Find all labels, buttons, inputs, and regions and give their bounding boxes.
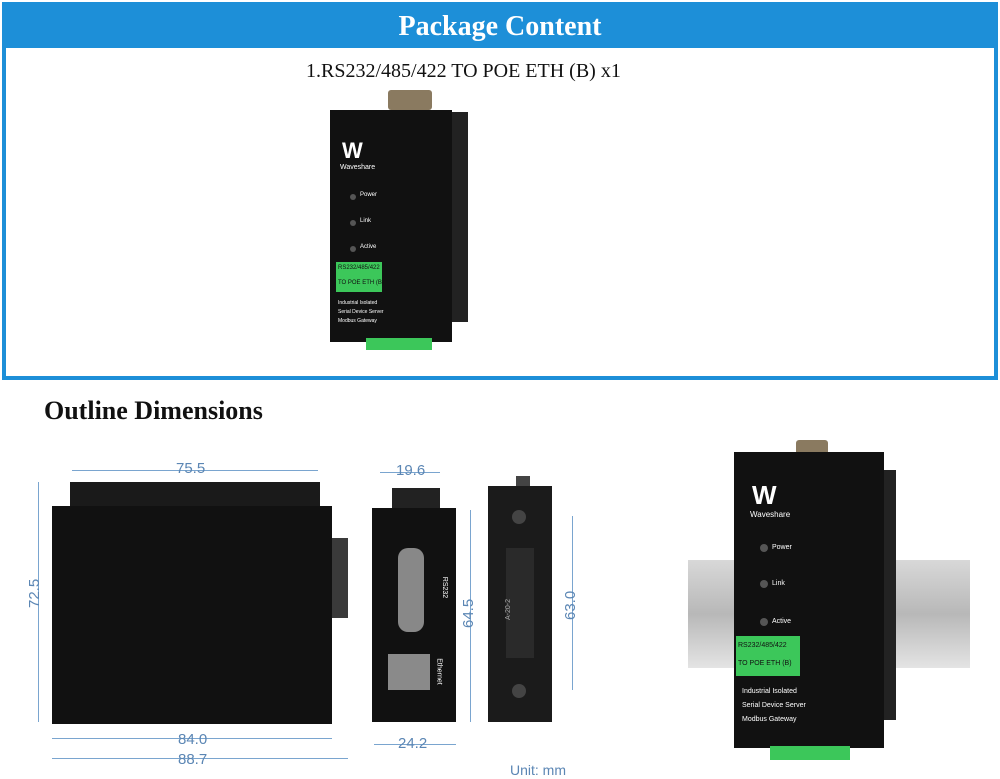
model-label-line1: RS232/485/422 — [338, 265, 380, 271]
rs232-port-label: RS232 — [441, 576, 449, 599]
package-device-image: W Waveshare Power Link Active RS232/485/… — [330, 90, 470, 352]
rail-view-desc-2: Serial Device Server — [742, 702, 806, 709]
rail-view-terminal-block — [770, 746, 850, 760]
dim-front-height: 72.5 — [26, 578, 43, 608]
led-label-power: Power — [360, 192, 378, 198]
rail-slot — [506, 548, 534, 658]
led-label-active: Active — [360, 244, 377, 250]
package-content-header: Package Content — [6, 6, 994, 48]
dim-back-height: 63.0 — [562, 590, 579, 620]
model-label-line2: TO POE ETH (B) — [338, 280, 384, 286]
unit-label: Unit: mm — [510, 762, 566, 778]
dim-side-top: 19.6 — [396, 462, 426, 479]
back-screw-bottom-icon — [512, 684, 526, 698]
dim-bottom-inner: 84.0 — [178, 731, 208, 748]
waveshare-logo: W — [342, 138, 363, 163]
dim-bottom-outer: 88.7 — [178, 751, 208, 768]
ethernet-port-icon — [388, 654, 430, 690]
active-led-icon — [350, 246, 356, 252]
rail-view-brand: Waveshare — [750, 510, 791, 519]
rail-view-logo: W — [752, 480, 777, 510]
rail-mark: A-20-2 — [505, 598, 513, 621]
back-body: A-20-2 — [488, 486, 552, 722]
rail-view-desc-1: Industrial Isolated — [742, 688, 797, 695]
model-label: RS232/485/422 TO POE ETH (B) — [336, 262, 384, 292]
rs232-port-icon — [398, 548, 424, 632]
led-label-link: Link — [360, 218, 372, 224]
db9-connector — [388, 90, 432, 110]
package-item: 1.RS232/485/422 TO POE ETH (B) x1 — [306, 60, 621, 82]
rail-view-led-active: Active — [772, 618, 792, 625]
rail-view-led-link: Link — [772, 580, 785, 587]
front-top-rail — [70, 482, 320, 508]
rail-view-power-led-icon — [760, 544, 768, 552]
rail-view-label-line1: RS232/485/422 — [738, 642, 787, 649]
terminal-block — [366, 338, 432, 350]
desc-line-2: Serial Device Server — [338, 309, 384, 315]
rail-view-clip — [880, 470, 896, 720]
brand-label: Waveshare — [340, 164, 376, 171]
dim-side-height: 64.5 — [460, 598, 477, 628]
device-body: W Waveshare Power Link Active RS232/485/… — [330, 110, 452, 342]
desc-line-1: Industrial Isolated — [338, 300, 378, 306]
rail-view-led-power: Power — [772, 544, 792, 551]
rail-view-link-led-icon — [760, 580, 768, 588]
package-content-box: Package Content 1.RS232/485/422 TO POE E… — [2, 2, 998, 380]
ethernet-port-label: Ethernet — [435, 658, 443, 685]
rail-view-active-led-icon — [760, 618, 768, 626]
front-db9 — [332, 538, 348, 618]
front-body — [52, 506, 332, 724]
rail-view-model-label: RS232/485/422 TO POE ETH (B) — [736, 636, 800, 676]
rail-view-body: W Waveshare Power Link Active RS232/485/… — [734, 452, 884, 748]
dim-front-width: 75.5 — [176, 460, 206, 477]
rail-view-label-line2: TO POE ETH (B) — [738, 660, 792, 667]
desc-line-3: Modbus Gateway — [338, 318, 377, 324]
back-screw-top-icon — [512, 510, 526, 524]
rail-view-desc-3: Modbus Gateway — [742, 716, 797, 723]
power-led-icon — [350, 194, 356, 200]
link-led-icon — [350, 220, 356, 226]
dim-side-bottom: 24.2 — [398, 735, 428, 752]
rail-clip — [450, 112, 468, 322]
side-body: RS232 Ethernet — [372, 508, 456, 722]
back-top-knob — [516, 476, 530, 488]
outline-dimensions-title: Outline Dimensions — [44, 396, 263, 425]
